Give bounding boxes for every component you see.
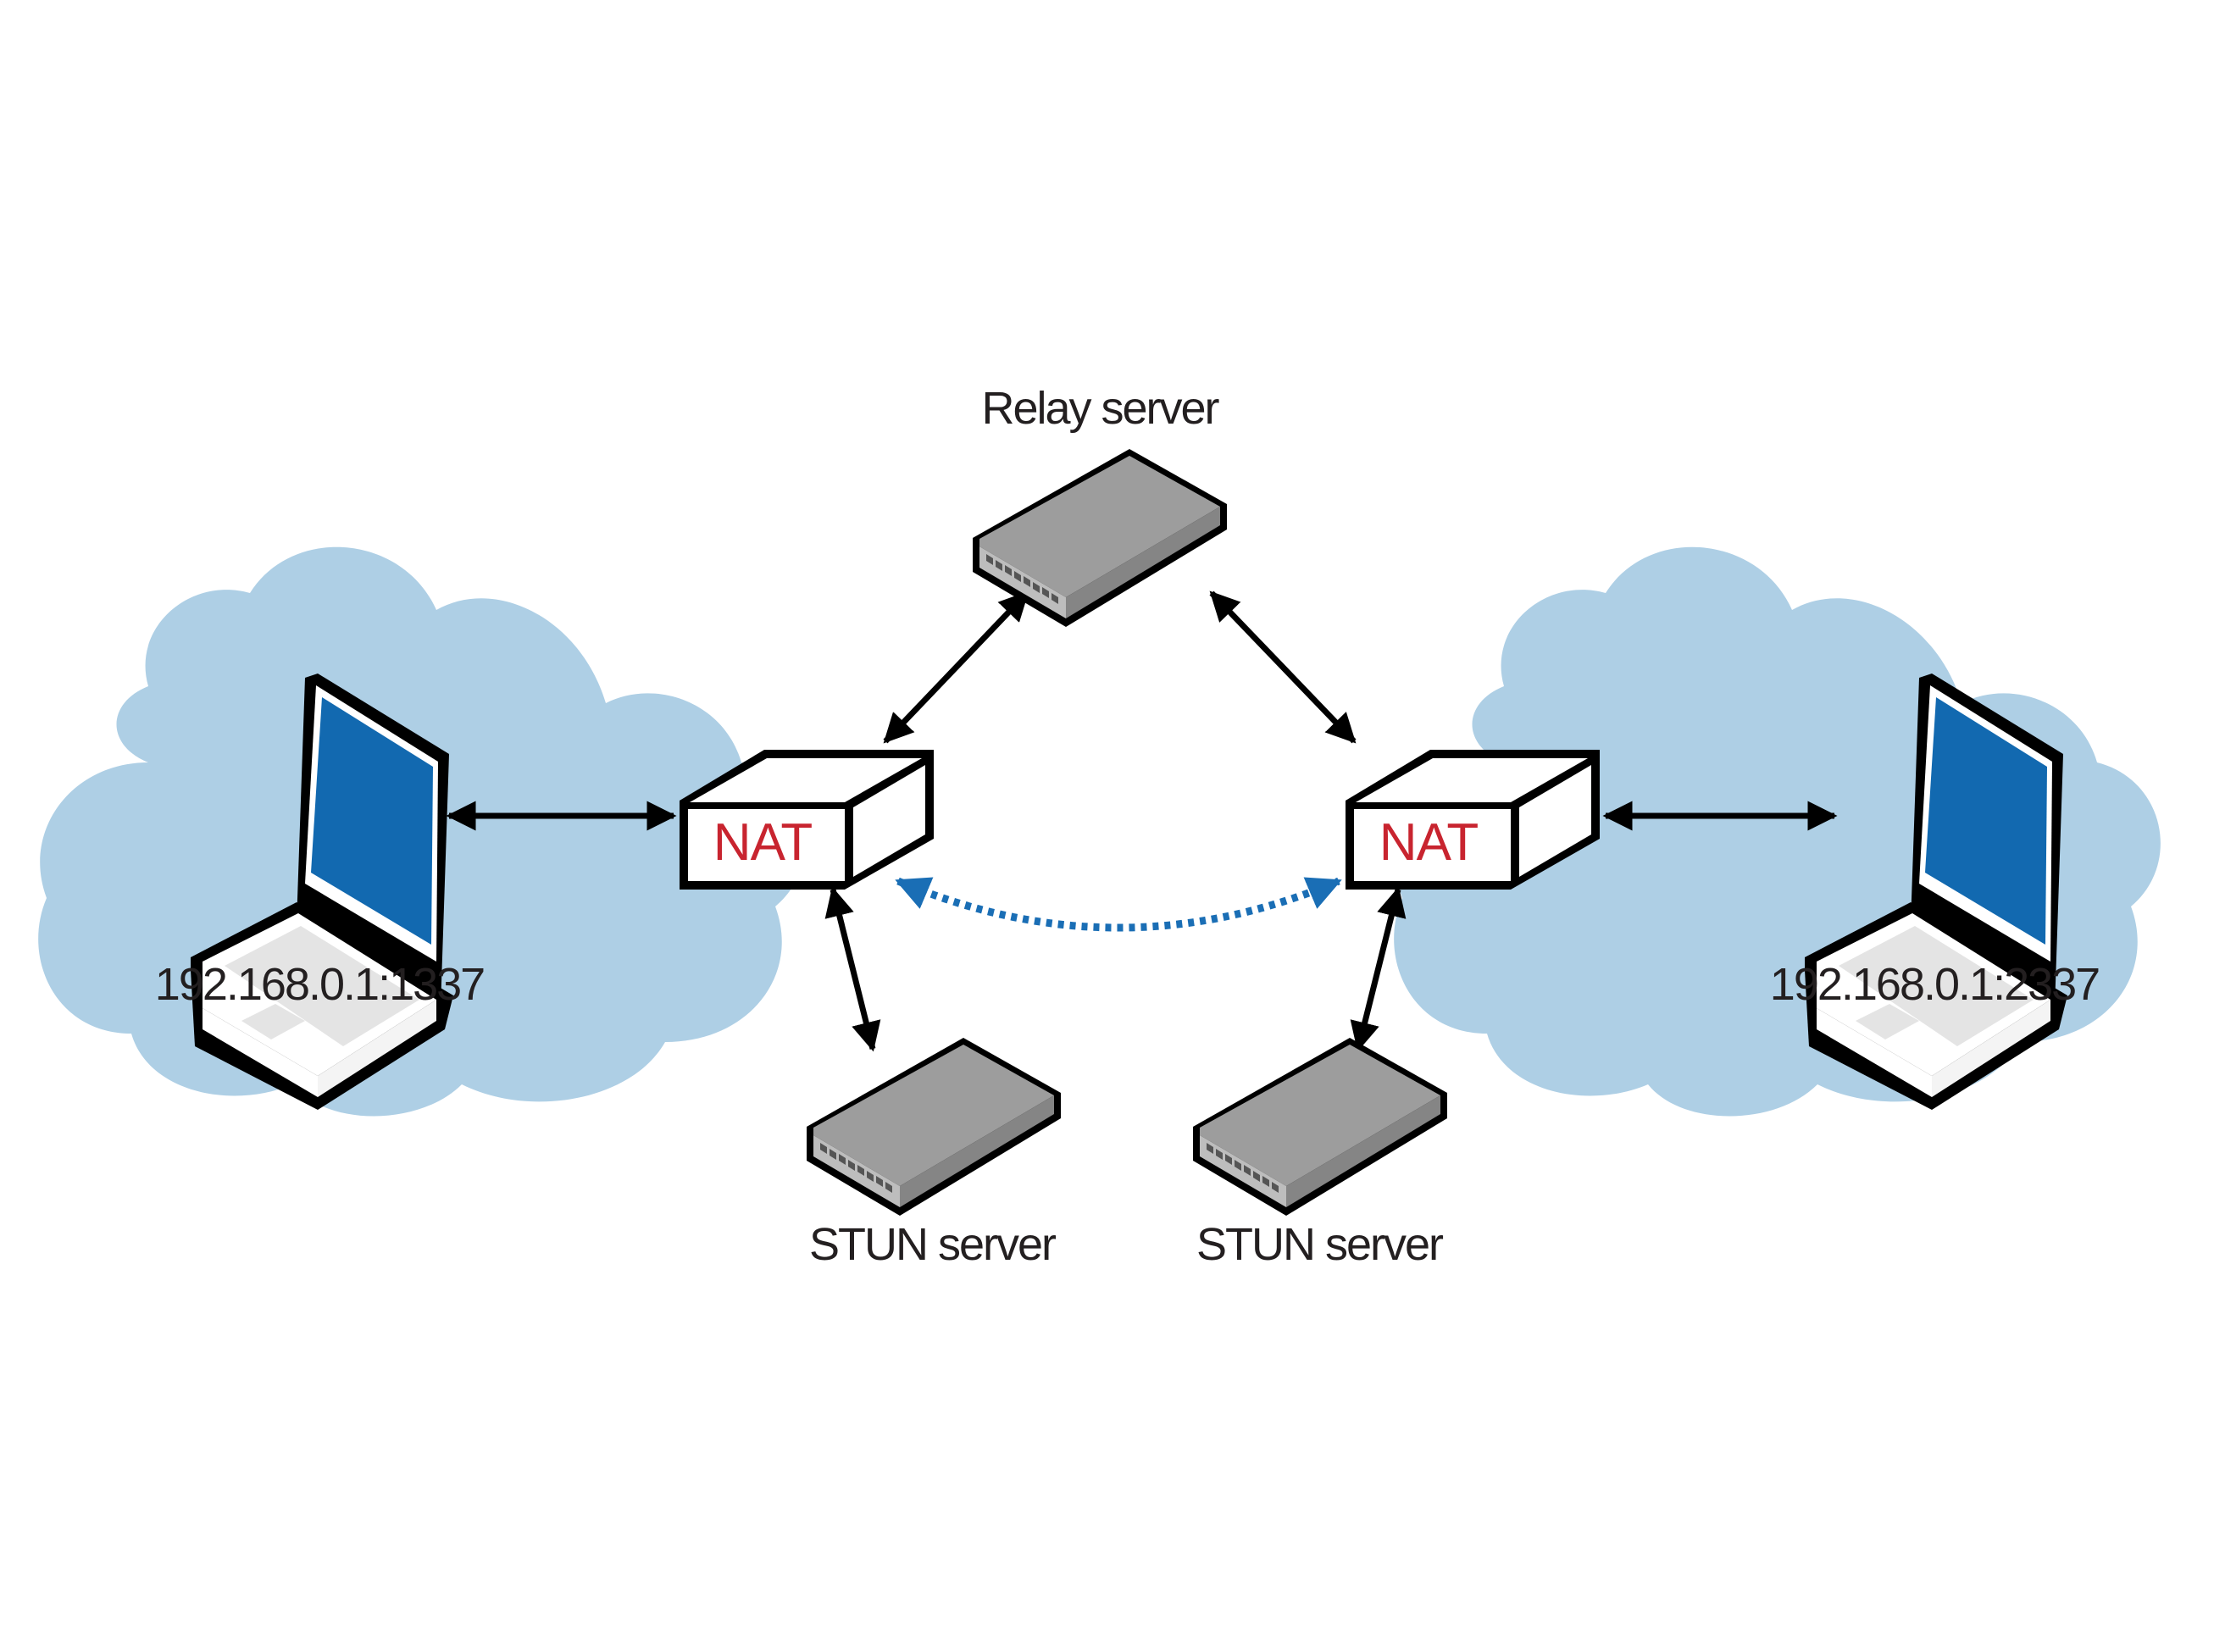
- edge-relay-nat-right: [1209, 590, 1357, 744]
- laptop-left[interactable]: 192.168.0.1:1337: [155, 674, 486, 1110]
- server-icon: [807, 1038, 1061, 1216]
- stun-server-right[interactable]: STUN server: [1193, 1038, 1447, 1270]
- edge-nat-right-stun-right: [1350, 886, 1407, 1052]
- relay-server-label: Relay server: [981, 383, 1219, 434]
- stun-server-left-label: STUN server: [809, 1219, 1057, 1270]
- laptop-right-address: 192.168.0.1:2337: [1770, 959, 2099, 1010]
- nat-right[interactable]: NAT: [1346, 750, 1600, 890]
- stun-server-left[interactable]: STUN server: [807, 1038, 1061, 1270]
- edge-nat-left-nat-right-dotted: [895, 877, 1342, 932]
- edge-nat-left-stun-left: [824, 886, 881, 1052]
- nat-left-label: NAT: [713, 813, 813, 872]
- server-icon: [1193, 1038, 1447, 1216]
- server-icon: [973, 449, 1227, 627]
- laptop-left-address: 192.168.0.1:1337: [155, 959, 484, 1010]
- nat-left[interactable]: NAT: [680, 750, 934, 890]
- laptop-right[interactable]: 192.168.0.1:2337: [1770, 674, 2100, 1110]
- edge-nat-left-relay: [883, 590, 1029, 744]
- relay-server[interactable]: Relay server: [973, 383, 1227, 627]
- nat-right-label: NAT: [1379, 813, 1479, 872]
- stun-server-right-label: STUN server: [1196, 1219, 1444, 1270]
